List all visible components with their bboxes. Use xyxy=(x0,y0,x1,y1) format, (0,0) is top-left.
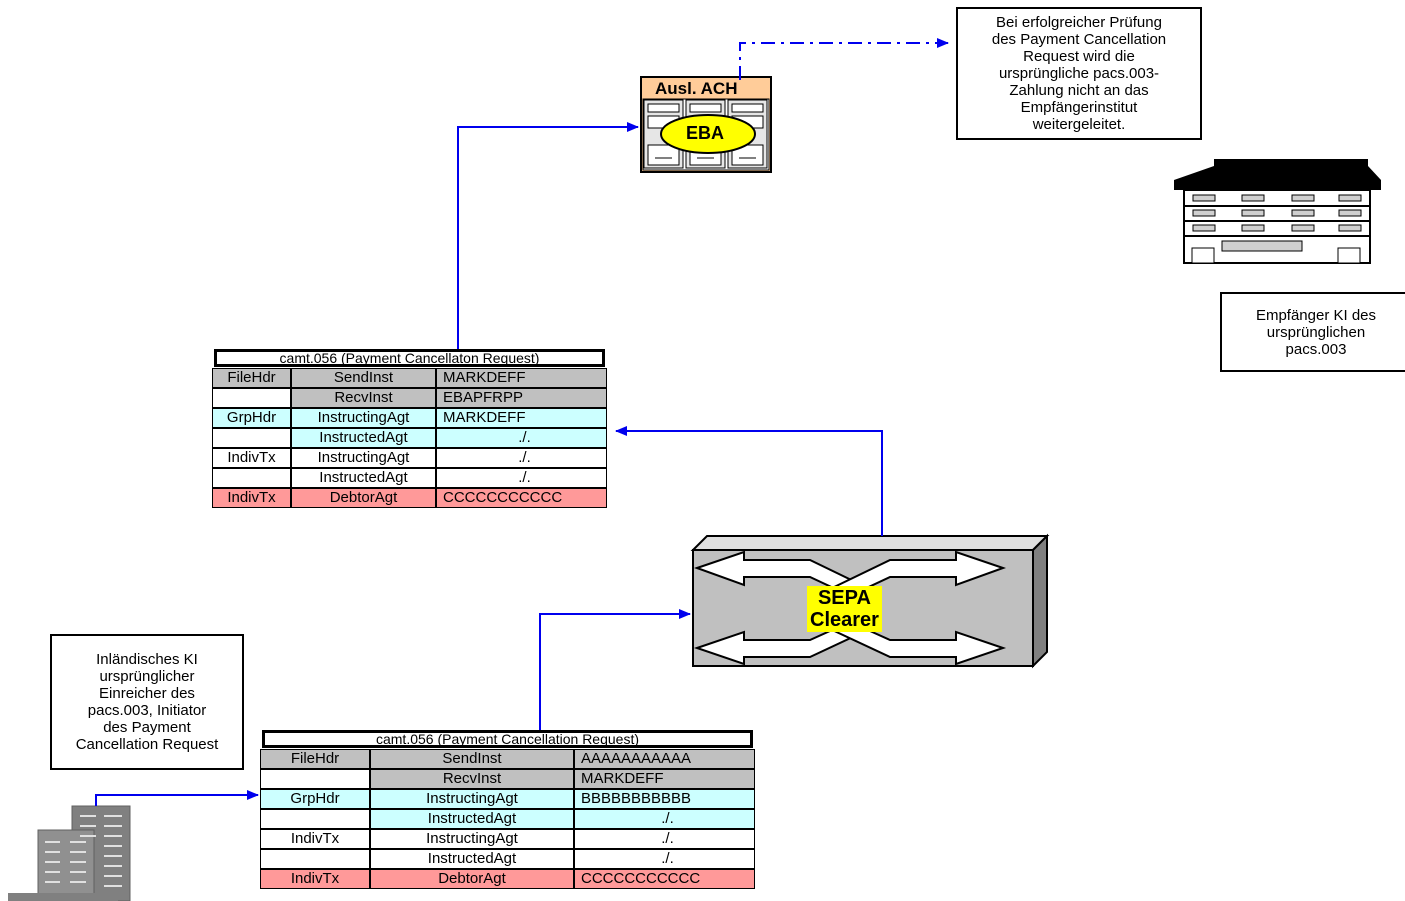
value-cell: CCCCCCCCCCC xyxy=(574,869,755,889)
section-cell: FileHdr xyxy=(260,749,370,769)
arrow-bank-to-message xyxy=(96,795,258,806)
section-cell: GrpHdr xyxy=(212,408,291,428)
field-cell: SendInst xyxy=(291,368,436,388)
section-cell xyxy=(260,809,370,829)
note-line: Bei erfolgreicher Prüfung xyxy=(996,14,1162,31)
note-line: ursprünglichen xyxy=(1267,324,1365,341)
camt056-message-top: camt.056 (Payment Cancellaton Request)Fi… xyxy=(212,349,608,509)
value-cell: ./. xyxy=(436,428,607,448)
value-cell: CCCCCCCCCCC xyxy=(436,488,607,508)
field-cell: InstructedAgt xyxy=(291,428,436,448)
field-cell: InstructingAgt xyxy=(291,408,436,428)
field-cell: InstructedAgt xyxy=(370,849,574,869)
field-cell: DebtorAgt xyxy=(370,869,574,889)
note-line: des Payment Cancellation xyxy=(992,31,1166,48)
note-line: weitergeleitet. xyxy=(1033,116,1126,133)
value-cell: ./. xyxy=(436,448,607,468)
section-cell: IndivTx xyxy=(212,488,291,508)
section-cell: IndivTx xyxy=(260,829,370,849)
message-row: InstructedAgt./. xyxy=(260,849,755,869)
eba-label: EBA xyxy=(686,123,724,144)
section-cell: IndivTx xyxy=(212,448,291,468)
arrow-message-to-ach xyxy=(458,127,638,349)
field-cell: InstructedAgt xyxy=(370,809,574,829)
camt056-message-bottom: camt.056 (Payment Cancellation Request)F… xyxy=(260,730,756,890)
message-row: InstructedAgt./. xyxy=(260,809,755,829)
field-cell: InstructingAgt xyxy=(370,829,574,849)
ach-title: Ausl. ACH xyxy=(655,79,738,99)
section-cell: IndivTx xyxy=(260,869,370,889)
field-cell: DebtorAgt xyxy=(291,488,436,508)
beneficiary-bank-building-icon xyxy=(1174,159,1381,263)
note-line: des Payment xyxy=(103,719,191,736)
sepa-label-line2: Clearer xyxy=(810,609,879,631)
note-line: Einreicher des xyxy=(99,685,195,702)
message-row: InstructedAgt./. xyxy=(212,468,607,488)
note-line: ursprünglicher xyxy=(99,668,194,685)
section-cell xyxy=(212,388,291,408)
value-cell: MARKDEFF xyxy=(574,769,755,789)
section-cell xyxy=(260,849,370,869)
field-cell: RecvInst xyxy=(370,769,574,789)
domestic-bank-buildings-icon xyxy=(8,806,130,901)
sepa-clearer-label: SEPA Clearer xyxy=(807,586,882,632)
arrow-clearer-to-message xyxy=(616,431,882,536)
field-cell: SendInst xyxy=(370,749,574,769)
message-title: camt.056 (Payment Cancellaton Request) xyxy=(214,349,605,367)
section-cell: FileHdr xyxy=(212,368,291,388)
value-cell: MARKDEFF xyxy=(436,408,607,428)
value-cell: EBAPFRPP xyxy=(436,388,607,408)
note-line: Inländisches KI xyxy=(96,651,198,668)
note-line: pacs.003 xyxy=(1286,341,1347,358)
note-line: Zahlung nicht an das xyxy=(1009,82,1148,99)
note-line: pacs.003, Initiator xyxy=(88,702,206,719)
field-cell: RecvInst xyxy=(291,388,436,408)
arrow-message-to-clearer xyxy=(540,614,690,731)
message-row: InstructedAgt./. xyxy=(212,428,607,448)
note-line: Request wird die xyxy=(1023,48,1135,65)
sepa-label-line1: SEPA xyxy=(810,587,879,609)
value-cell: BBBBBBBBBBB xyxy=(574,789,755,809)
section-cell xyxy=(212,468,291,488)
field-cell: InstructingAgt xyxy=(291,448,436,468)
field-cell: InstructingAgt xyxy=(370,789,574,809)
value-cell: ./. xyxy=(574,849,755,869)
section-cell xyxy=(260,769,370,789)
value-cell: AAAAAAAAAAA xyxy=(574,749,755,769)
note-line: Empfängerinstitut xyxy=(1021,99,1138,116)
note-line: ursprüngliche pacs.003- xyxy=(999,65,1159,82)
section-cell: GrpHdr xyxy=(260,789,370,809)
value-cell: ./. xyxy=(574,809,755,829)
section-cell xyxy=(212,428,291,448)
note-line: Empfänger KI des xyxy=(1256,307,1376,324)
value-cell: ./. xyxy=(436,468,607,488)
value-cell: ./. xyxy=(574,829,755,849)
note-line: Cancellation Request xyxy=(76,736,219,753)
field-cell: InstructedAgt xyxy=(291,468,436,488)
value-cell: MARKDEFF xyxy=(436,368,607,388)
message-title: camt.056 (Payment Cancellation Request) xyxy=(262,730,753,748)
dashed-arrow-ach-to-note xyxy=(740,43,948,80)
